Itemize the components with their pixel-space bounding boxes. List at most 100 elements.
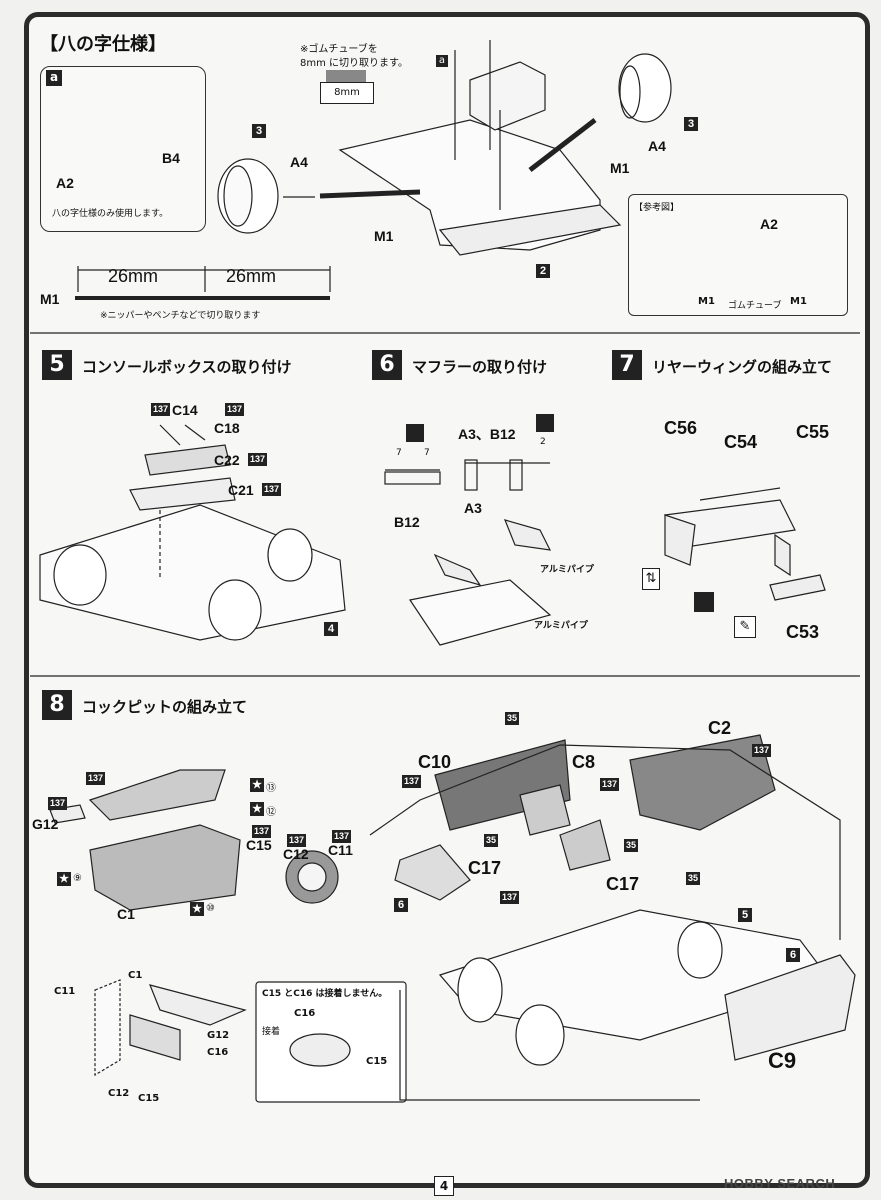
ref-step5: 5	[738, 908, 752, 922]
steer-c16: C16	[207, 1047, 229, 1058]
part-a4-right: A4	[648, 138, 666, 154]
detail-c16: C16	[294, 1008, 316, 1019]
body-code-35: 35	[686, 872, 701, 885]
ruler-seg2: 26mm	[226, 266, 277, 286]
reference-box	[628, 194, 848, 316]
subbox-note: 八の字仕様のみ使用します。	[52, 209, 169, 219]
ref-step3-right: 3	[684, 117, 698, 131]
sticker-10-label: ⑩	[206, 903, 215, 914]
paint-icon-a	[406, 424, 424, 442]
tube-length-label: 8mm	[320, 82, 374, 104]
sticker-star-9: ★	[57, 872, 71, 886]
part-c9: C9	[768, 1048, 797, 1073]
sticker-12-label: ⑫	[266, 807, 276, 818]
c2-code: 137	[752, 744, 772, 757]
detail-glue: 接着	[262, 1027, 281, 1037]
steer-g12: G12	[207, 1030, 230, 1041]
aluminium-pipe-1: アルミパイプ	[540, 565, 594, 575]
step5-title: コンソールボックスの取り付け	[82, 358, 292, 376]
part-c17b: C17	[606, 874, 640, 894]
part-c22: C22	[214, 452, 240, 468]
sticker-star-10: ★	[190, 902, 204, 916]
part-a4-left: A4	[290, 154, 308, 170]
steer-c1: C1	[128, 970, 143, 981]
part-c8: C8	[572, 752, 596, 772]
c12-code: 137	[287, 834, 307, 847]
part-c14: C14	[172, 402, 198, 418]
part-c17a: C17	[468, 858, 502, 878]
detail-note: C15 とC16 は接着しません。	[262, 989, 388, 999]
sticker-13-label: ⑬	[266, 783, 276, 794]
subbox-a	[40, 66, 206, 232]
part-c15: C15	[246, 837, 272, 853]
dim-7a: 7	[396, 448, 402, 458]
part-c12: C12	[283, 846, 309, 862]
part-c10: C10	[418, 752, 452, 772]
watermark: HOBBY SEARCH	[724, 1176, 836, 1191]
paint-icon-c	[694, 592, 714, 612]
dim-2: 2	[540, 437, 546, 447]
glue-arrow-icon: ⇅	[642, 568, 660, 590]
step8-title: コックピットの組み立て	[82, 698, 248, 716]
part-c55: C55	[796, 422, 830, 442]
tube-swatch	[326, 70, 366, 82]
c15-code: 137	[252, 825, 272, 838]
steer-c11: C11	[54, 986, 76, 997]
sticker-star-13: ★	[250, 778, 264, 792]
ruler-m1: M1	[40, 291, 60, 307]
part-c11: C11	[328, 842, 353, 858]
part-a2-sub: A2	[56, 175, 74, 191]
part-c21: C21	[228, 482, 254, 498]
tube-note-line2: 8mm に切り取ります。	[300, 58, 409, 69]
hachi-title: 【八の字仕様】	[40, 34, 166, 54]
c14-code: 137	[151, 403, 171, 416]
part-c54: C54	[724, 432, 758, 452]
ref-step2: 2	[536, 264, 550, 278]
dash-code: 137	[86, 772, 106, 785]
ref-step3-left: 3	[252, 124, 266, 138]
part-g12: G12	[32, 816, 59, 832]
step7-number: 7	[612, 350, 642, 380]
steer-c15: C15	[138, 1093, 160, 1104]
part-m1-left: M1	[374, 228, 394, 244]
g12-code: 137	[48, 797, 68, 810]
hachi-a-tag: a	[436, 55, 448, 67]
c17-code: 137	[500, 891, 520, 904]
tube-note-line1: ※ゴムチューブを	[300, 44, 378, 55]
step8-number: 8	[42, 690, 72, 720]
ref-step4: 4	[324, 622, 338, 636]
seat-code-35b: 35	[624, 839, 639, 852]
cement-tube-icon: ✎	[734, 616, 756, 638]
steer-c12: C12	[108, 1088, 130, 1099]
part-m1-top: M1	[610, 160, 630, 176]
ref-rubber-tube: ゴムチューブ	[728, 301, 782, 311]
panel-code-35: 35	[505, 712, 520, 725]
part-b4-sub: B4	[162, 150, 180, 166]
step5-number: 5	[42, 350, 72, 380]
ref-part-a2: A2	[760, 216, 778, 232]
c22-code: 137	[248, 453, 268, 466]
sticker-star-12: ★	[250, 802, 264, 816]
detail-c15: C15	[366, 1056, 388, 1067]
part-c56: C56	[664, 418, 698, 438]
page-number: 4	[434, 1176, 454, 1196]
c21-code: 137	[262, 483, 282, 496]
part-a3: A3	[464, 500, 482, 516]
paint-icon-b	[536, 414, 554, 432]
step6-number: 6	[372, 350, 402, 380]
ruler-seg1: 26mm	[108, 266, 159, 286]
step6-title: マフラーの取り付け	[412, 358, 548, 376]
dim-7b: 7	[424, 448, 430, 458]
step7-title: リヤーウィングの組み立て	[652, 358, 833, 376]
part-b12: B12	[394, 514, 420, 530]
c18-code: 137	[225, 403, 245, 416]
ref-step6b: 6	[786, 948, 800, 962]
c8-code: 137	[600, 778, 620, 791]
ref-part-m1-left: M1	[698, 296, 715, 307]
ref-step6a: 6	[394, 898, 408, 912]
c10-code: 137	[402, 775, 422, 788]
c11-code: 137	[332, 830, 352, 843]
part-c18: C18	[214, 420, 240, 436]
aluminium-pipe-2: アルミパイプ	[534, 621, 588, 631]
part-c1: C1	[117, 906, 135, 922]
